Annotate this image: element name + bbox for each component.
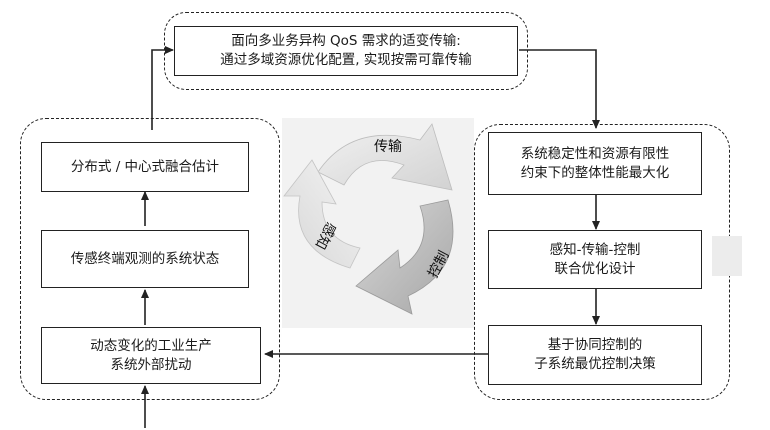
system-state-box: 传感终端观测的系统状态 [41,230,249,288]
cycle-label-transmission: 传输 [374,139,402,155]
top-goal-box: 面向多业务异构 QoS 需求的适变传输: 通过多域资源优化配置, 实现按需可靠传… [174,26,518,76]
control-decision-line1: 基于协同控制的 [547,337,643,353]
disturbance-line1: 动态变化的工业生产 [90,337,212,354]
fusion-estimation-box: 分布式 / 中心式融合估计 [41,142,249,192]
control-decision-line2: 子系统最优控制决策 [534,356,656,372]
arrow-top-to-right [519,49,600,129]
system-state-label: 传感终端观测的系统状态 [70,250,220,267]
disturbance-box: 动态变化的工业生产 系统外部扰动 [41,327,261,384]
disturbance-line2: 系统外部扰动 [110,356,192,373]
cycle-arrow-sensing [283,159,361,269]
arrow-left-to-top [151,46,174,130]
joint-design-box: 感知-传输-控制 联合优化设计 [488,230,702,289]
top-goal-line2: 通过多域资源优化配置, 实现按需可靠传输 [220,52,472,68]
performance-max-line2: 约束下的整体性能最大化 [520,164,670,181]
left-group-frame [20,118,280,400]
top-group-frame [164,12,528,90]
cycle-arrow-transmission [317,123,453,191]
control-decision-box: 基于协同控制的 子系统最优控制决策 [488,325,702,385]
joint-design-line2: 联合优化设计 [554,260,636,277]
fusion-estimation-label: 分布式 / 中心式融合估计 [70,158,220,175]
joint-design-line1: 感知-传输-控制 [549,241,641,258]
top-goal-line1: 面向多业务异构 QoS 需求的适变传输: [231,33,461,49]
cycle-graphic [283,123,454,315]
cycle-arrow-control [355,199,454,315]
scan-artifact [712,236,742,276]
performance-max-box: 系统稳定性和资源有限性 约束下的整体性能最大化 [488,132,702,195]
performance-max-line1: 系统稳定性和资源有限性 [520,145,670,162]
